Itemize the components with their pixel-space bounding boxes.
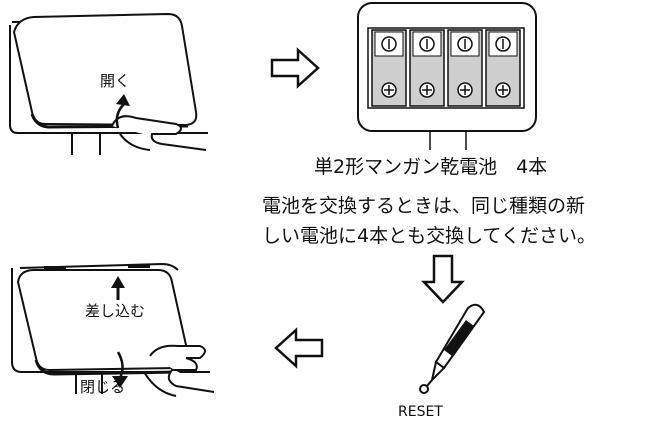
arrow-down-icon xyxy=(421,254,465,304)
battery-spec-label: 単2形マンガン乾電池 4本 xyxy=(314,156,548,178)
insert-label: 差し込む xyxy=(85,302,146,320)
battery-compartment xyxy=(357,2,537,150)
battery-cell xyxy=(371,29,407,107)
battery-note-line2: しい電池に4本とも交換してください。 xyxy=(262,225,596,247)
close-cover-illustration xyxy=(11,262,215,397)
reset-label: RESET xyxy=(398,404,443,420)
battery-cell xyxy=(447,29,483,107)
arrow-right-icon xyxy=(270,47,320,89)
arrow-left-icon xyxy=(274,327,324,369)
battery-cell xyxy=(409,29,445,107)
battery-note-line1: 電池を交換するときは、同じ種類の新 xyxy=(262,195,586,217)
reset-pen-icon xyxy=(419,303,486,394)
open-cover-illustration xyxy=(9,12,208,155)
battery-cell xyxy=(485,29,521,107)
close-label: 閉じる xyxy=(80,378,126,396)
open-label: 開く xyxy=(100,72,131,90)
